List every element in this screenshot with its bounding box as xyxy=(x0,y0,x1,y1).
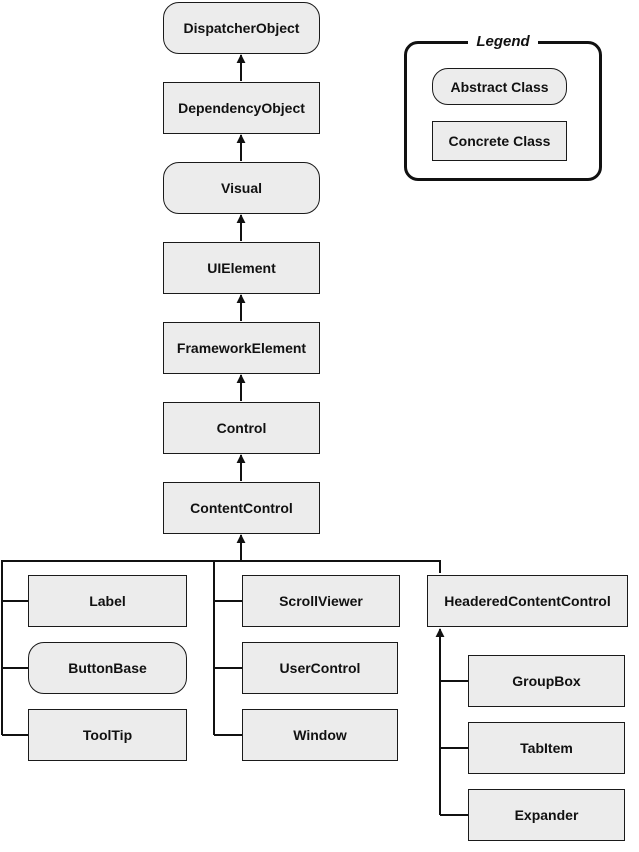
node-visual: Visual xyxy=(163,162,320,214)
node-control: Control xyxy=(163,402,320,454)
node-content-control: ContentControl xyxy=(163,482,320,534)
node-button-base: ButtonBase xyxy=(28,642,187,694)
node-dispatcher-object: DispatcherObject xyxy=(163,2,320,54)
node-tooltip: ToolTip xyxy=(28,709,187,761)
node-headered-content-control: HeaderedContentControl xyxy=(427,575,628,627)
legend-abstract-class: Abstract Class xyxy=(432,68,567,105)
legend-title: Legend xyxy=(468,33,538,51)
node-user-control: UserControl xyxy=(242,642,398,694)
node-window: Window xyxy=(242,709,398,761)
node-expander: Expander xyxy=(468,789,625,841)
legend-concrete-class: Concrete Class xyxy=(432,121,567,161)
node-scroll-viewer: ScrollViewer xyxy=(242,575,400,627)
node-label: Label xyxy=(28,575,187,627)
node-dependency-object: DependencyObject xyxy=(163,82,320,134)
children-bus xyxy=(1,560,441,735)
node-ui-element: UIElement xyxy=(163,242,320,294)
node-group-box: GroupBox xyxy=(468,655,625,707)
node-framework-element: FrameworkElement xyxy=(163,322,320,374)
node-tab-item: TabItem xyxy=(468,722,625,774)
